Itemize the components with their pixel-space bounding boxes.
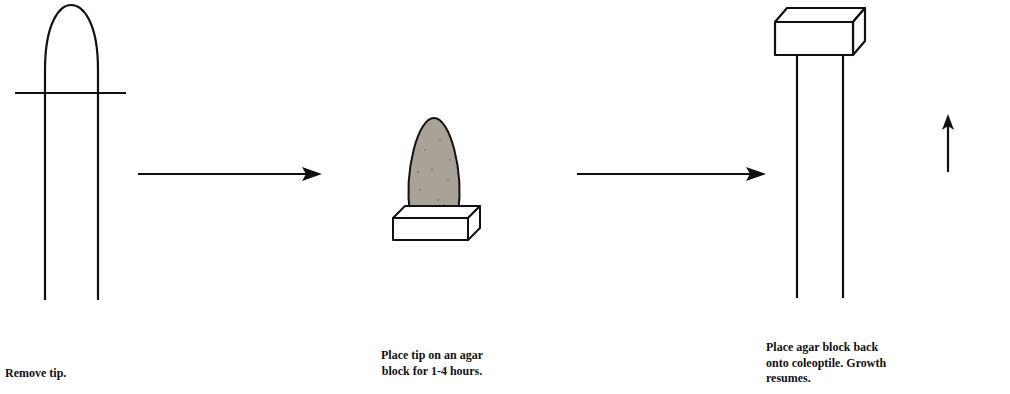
coleoptile-outline [797,55,843,298]
arrow-step-2 [577,167,766,181]
arrow-shaft [577,173,752,175]
tip-on-agar [393,118,480,240]
agar-block [775,8,865,55]
step-caption: Place agar block back onto coleoptile. G… [766,340,898,387]
arrow-step-1 [138,167,322,181]
growth-arrow [942,114,954,172]
arrow-head [746,167,766,181]
arrow-shaft [947,126,949,172]
arrow-head [942,114,954,130]
step-caption: Remove tip. [5,366,125,382]
tip-texture [417,139,451,206]
arrow-head [302,167,322,181]
coleoptile-tip [409,118,460,214]
coleoptile-outline [45,5,98,300]
agar-block [393,206,480,240]
coleoptile-with-tip [15,5,126,300]
step-caption: Place tip on an agar block for 1-4 hours… [368,348,496,379]
arrow-shaft [138,173,308,175]
cut-line [15,92,126,94]
coleoptile-with-agar [775,8,865,298]
